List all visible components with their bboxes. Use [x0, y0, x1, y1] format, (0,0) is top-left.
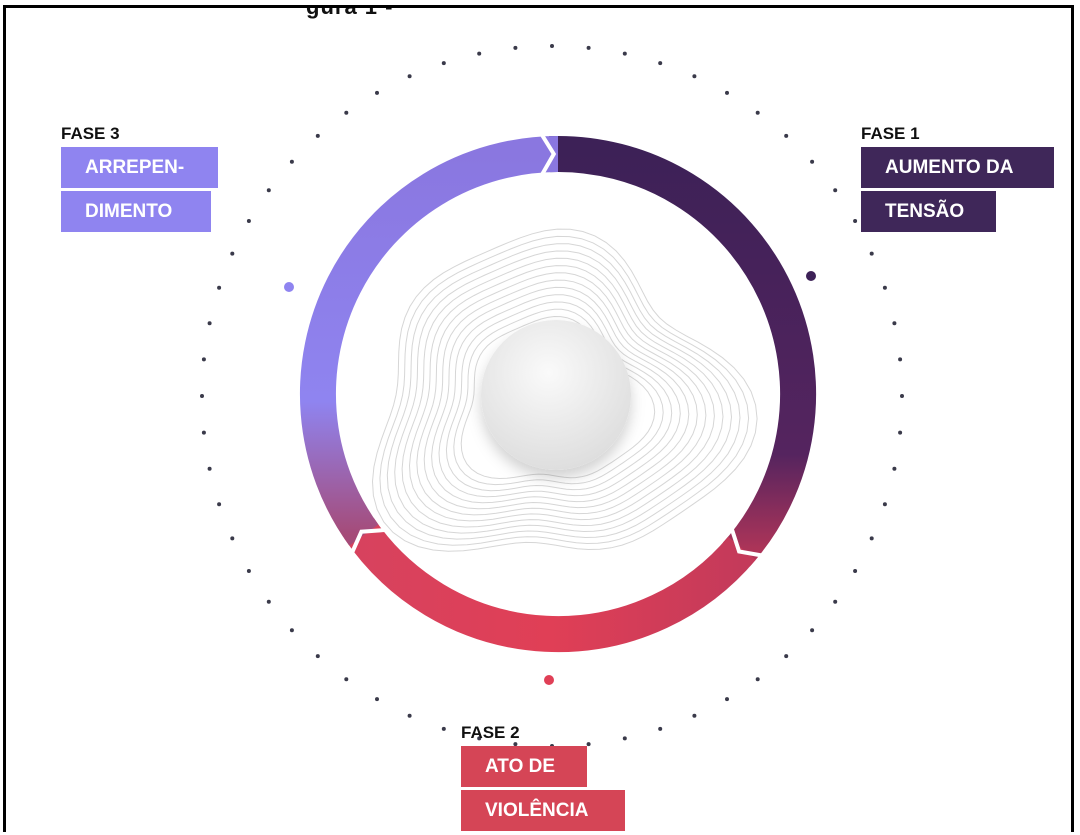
phase-1-tag-line-2: TENSÃO: [861, 191, 996, 232]
ring-dot: [477, 51, 482, 56]
phase-2-dot: [544, 675, 554, 685]
ripple-line: [371, 228, 758, 552]
ring-dot: [882, 502, 887, 507]
ripple-line: [386, 243, 741, 540]
ring-dot: [622, 736, 627, 741]
ring-dot: [586, 742, 591, 747]
arc-phase-1: [548, 135, 817, 567]
ring-dot: [898, 357, 903, 362]
ring-dot: [833, 188, 838, 193]
ring-dot: [513, 45, 518, 50]
ripple-line: [379, 235, 750, 546]
ring-dot: [289, 628, 294, 633]
ripple-line: [423, 279, 698, 510]
ripple-line: [401, 257, 724, 528]
ring-dot: [658, 61, 663, 66]
phase-2-label: FASE 2: [461, 723, 520, 742]
ring-dot: [810, 159, 815, 164]
ring-dot: [755, 677, 760, 682]
cycle-ring: [299, 133, 817, 652]
ring-dot: [853, 219, 858, 223]
ring-dot: [407, 713, 412, 718]
phase-3-tag-line-2: DIMENTO: [61, 191, 211, 232]
ripple-line: [431, 286, 690, 504]
center-disc: [481, 320, 631, 470]
ring-dot: [622, 51, 627, 56]
phase-2-tag-line-2: VIOLÊNCIA: [461, 790, 625, 831]
phase-3-label: FASE 3: [61, 124, 120, 143]
ring-dot: [344, 110, 349, 115]
ripple-line: [445, 301, 673, 492]
phase-3-tag-line-1: ARREPEN-: [61, 147, 218, 188]
phase-2-tag-line-1: ATO DE: [461, 746, 587, 787]
phase-1-dot: [806, 271, 816, 281]
ring-dot: [892, 321, 897, 326]
chevron-right-icon: [539, 133, 557, 176]
ring-dot: [266, 599, 271, 604]
ring-dot: [550, 44, 554, 48]
ring-dot: [692, 74, 697, 79]
ring-dot: [201, 357, 206, 362]
arc-phase-3: [299, 136, 559, 546]
ripple-lines: [371, 228, 758, 552]
ring-dot: [375, 697, 379, 702]
ring-dot: [725, 90, 729, 95]
dotted-outer-ring: [200, 44, 904, 748]
ring-dot: [898, 430, 903, 435]
ring-dot: [207, 466, 212, 471]
ring-dot: [230, 251, 235, 256]
ring-dot: [315, 654, 320, 659]
ring-dot: [246, 219, 251, 223]
ripple-line: [438, 294, 681, 498]
ring-dot: [217, 502, 222, 507]
ring-dot: [207, 321, 212, 326]
ring-dot: [900, 394, 904, 398]
ripple-line: [394, 250, 733, 534]
ring-dot: [725, 697, 729, 702]
ring-dot: [869, 536, 874, 541]
ring-dot: [200, 394, 204, 398]
phase-1-label: FASE 1: [861, 124, 920, 143]
ring-dot: [586, 45, 591, 50]
ripple-line: [416, 272, 707, 516]
ring-dot: [784, 654, 789, 659]
phase-1-tag-line-1: AUMENTO DA: [861, 147, 1054, 188]
ring-dot: [882, 285, 887, 290]
ring-dot: [266, 188, 271, 193]
diagram-frame: gura 1 -: [3, 5, 1074, 832]
ripple-line: [408, 265, 715, 522]
ring-dot: [755, 110, 760, 115]
ring-dot: [441, 61, 446, 66]
ring-dot: [289, 159, 294, 164]
ring-dot: [201, 430, 206, 435]
chevron-down-icon: [729, 528, 763, 558]
ring-dot: [892, 466, 897, 471]
ring-dot: [246, 569, 251, 573]
ring-dot: [375, 90, 379, 95]
ring-dot: [853, 569, 858, 573]
ring-dot: [692, 713, 697, 718]
ring-dot: [344, 677, 349, 682]
cropped-title: gura 1 -: [306, 5, 394, 19]
ring-dot: [230, 536, 235, 541]
ring-dot: [869, 251, 874, 256]
ring-dot: [810, 628, 815, 633]
ring-dot: [315, 133, 320, 138]
cycle-diagram: [200, 44, 904, 748]
ring-dot: [833, 599, 838, 604]
phase-3-dot: [284, 282, 294, 292]
ring-dot: [441, 726, 446, 731]
chevron-up-icon: [350, 528, 385, 554]
ring-dot: [407, 74, 412, 79]
ring-dot: [513, 742, 518, 747]
ring-dot: [784, 133, 789, 138]
ring-dot: [217, 285, 222, 290]
arc-phase-2: [344, 518, 756, 652]
ring-dot: [477, 736, 482, 741]
ring-dot: [658, 726, 663, 731]
